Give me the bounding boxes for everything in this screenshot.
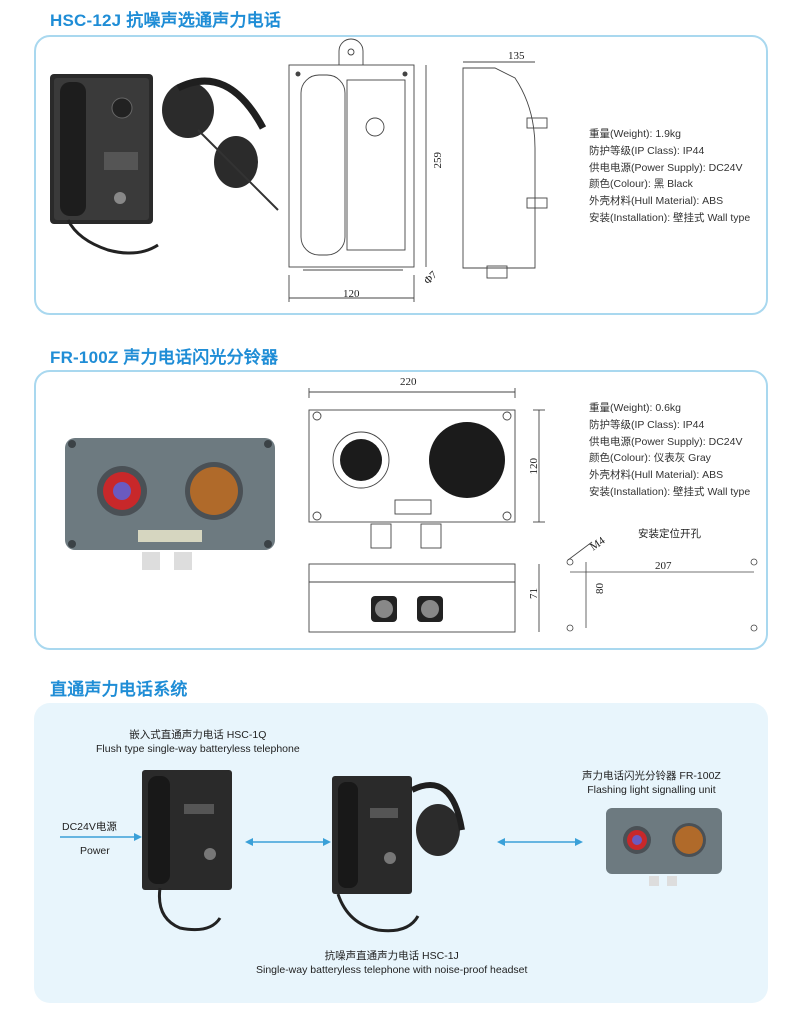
section1-card [34,35,768,315]
mount-title: 安装定位开孔 [638,528,701,540]
hsc12j-phone-photo [50,74,279,255]
hsc12j-depth-dim: 135 [508,50,525,62]
section1-title: HSC-12J 抗噪声选通声力电话 [50,11,282,30]
power-caption: DC24V电源 [62,821,118,835]
flush-phone-en: Flush type single-way batteryless teleph… [96,742,300,755]
signal-unit-caption: 声力电话闪光分铃器 FR-100Z Flashing light signall… [582,770,721,797]
power-arrow [60,833,142,841]
power-caption-en: Power [80,845,110,859]
spec-line: 重量(Weight): 1.9kg [589,128,682,140]
spec-line: 防护等级(IP Class): IP44 [589,418,705,431]
power-cn: DC24V电源 [62,821,117,833]
spec-line: 安装(Installation): 壁挂式 Wall type [589,485,751,498]
fr100z-width-dim: 220 [400,376,417,388]
headset-phone-en: Single-way batteryless telephone with no… [256,963,528,976]
hsc12j-specs: 重量(Weight): 1.9kg 防护等级(IP Class): IP44 供… [589,126,750,227]
headset-phone-caption: 抗噪声直通声力电话 HSC-1J Single-way batteryless … [256,950,527,977]
fr100z-top-drawing [308,388,545,549]
headset-phone-photo [332,776,465,933]
spec-line: 外壳材料(Hull Material): ABS [589,469,724,482]
flush-phone-caption: 嵌入式直通声力电话 HSC-1Q Flush type single-way b… [96,729,300,756]
spec-line: 安装(Installation): 壁挂式 Wall type [589,211,751,224]
fr100z-depth-dim: 71 [528,588,540,599]
hsc12j-height-dim: 259 [432,152,444,169]
signal-unit-en: Flashing light signalling unit [587,783,716,796]
spec-line: 外壳材料(Hull Material): ABS [589,195,724,208]
hsc12j-front-drawing [288,38,427,302]
flush-phone-photo [142,770,232,932]
section3-title: 直通声力电话系统 [50,680,188,699]
mount-width-dim: 207 [655,560,672,572]
spec-line: 供电电源(Power Supply): DC24V [589,435,743,448]
mount-height-dim: 80 [594,583,606,594]
section2-title: FR-100Z 声力电话闪光分铃器 [50,348,279,367]
power-en: Power [80,845,110,857]
link-arrow-right [497,838,583,846]
hsc12j-width-dim: 120 [343,288,360,300]
mount-hole-diagram [566,541,758,632]
spec-line: 重量(Weight): 0.6kg [589,402,682,414]
signal-unit-cn: 声力电话闪光分铃器 FR-100Z [582,770,721,782]
spec-line: 防护等级(IP Class): IP44 [589,144,705,157]
fr100z-specs: 重量(Weight): 0.6kg 防护等级(IP Class): IP44 供… [589,400,750,501]
link-arrow-left [245,838,331,846]
fr100z-photo [65,438,275,570]
headset-phone-cn: 抗噪声直通声力电话 HSC-1J [324,950,459,962]
hsc12j-side-drawing [462,61,548,279]
spec-line: 供电电源(Power Supply): DC24V [589,161,743,174]
fr100z-side-drawing [308,563,540,633]
spec-line: 颜色(Colour): 仪表灰 Gray [589,452,711,465]
signal-unit-photo [606,808,722,886]
fr100z-height-dim: 120 [528,458,540,475]
flush-phone-cn: 嵌入式直通声力电话 HSC-1Q [129,729,267,741]
spec-line: 颜色(Colour): 黑 Black [589,178,693,191]
